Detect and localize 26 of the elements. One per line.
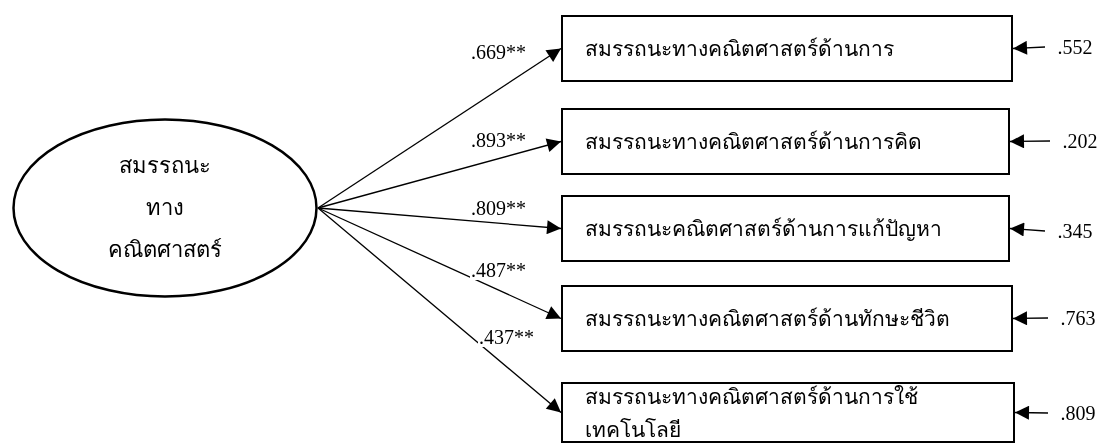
node-text: สมรรถนะทางคณิตศาสตร์	[107, 152, 223, 264]
arrow	[317, 138, 562, 209]
edge-label: .487**	[470, 260, 527, 280]
arrow	[1014, 405, 1049, 420]
arrow	[1012, 311, 1049, 326]
error-value: .202	[1058, 128, 1101, 154]
arrow	[1009, 222, 1046, 237]
error-value: .763	[1056, 305, 1100, 331]
arrow	[317, 207, 562, 414]
edge-label: .437**	[478, 327, 535, 347]
edge-label: .893**	[470, 130, 527, 150]
edge-label: .669**	[470, 42, 527, 62]
error-value: .552	[1053, 34, 1097, 60]
indicator-box: สมรรถนะทางคณิตศาสตร์ด้านการ	[561, 15, 1013, 82]
arrow	[1009, 134, 1051, 149]
arrow	[317, 47, 562, 209]
arrow	[317, 207, 562, 320]
arrow	[317, 207, 562, 235]
indicator-box: สมรรถนะทางคณิตศาสตร์ด้านการคิด	[561, 108, 1010, 175]
edge-label: .809**	[470, 198, 527, 218]
arrow	[1012, 40, 1046, 55]
indicator-box: สมรรถนะทางคณิตศาสตร์ด้านทักษะชีวิต	[561, 285, 1013, 352]
error-value: .345	[1053, 218, 1097, 244]
error-value: .809	[1056, 400, 1100, 426]
indicator-box: สมรรถนะทางคณิตศาสตร์ด้านการใช้เทคโนโลยี	[561, 382, 1015, 443]
indicator-box: สมรรถนะคณิตศาสตร์ด้านการแก้ปัญหา	[561, 195, 1010, 262]
